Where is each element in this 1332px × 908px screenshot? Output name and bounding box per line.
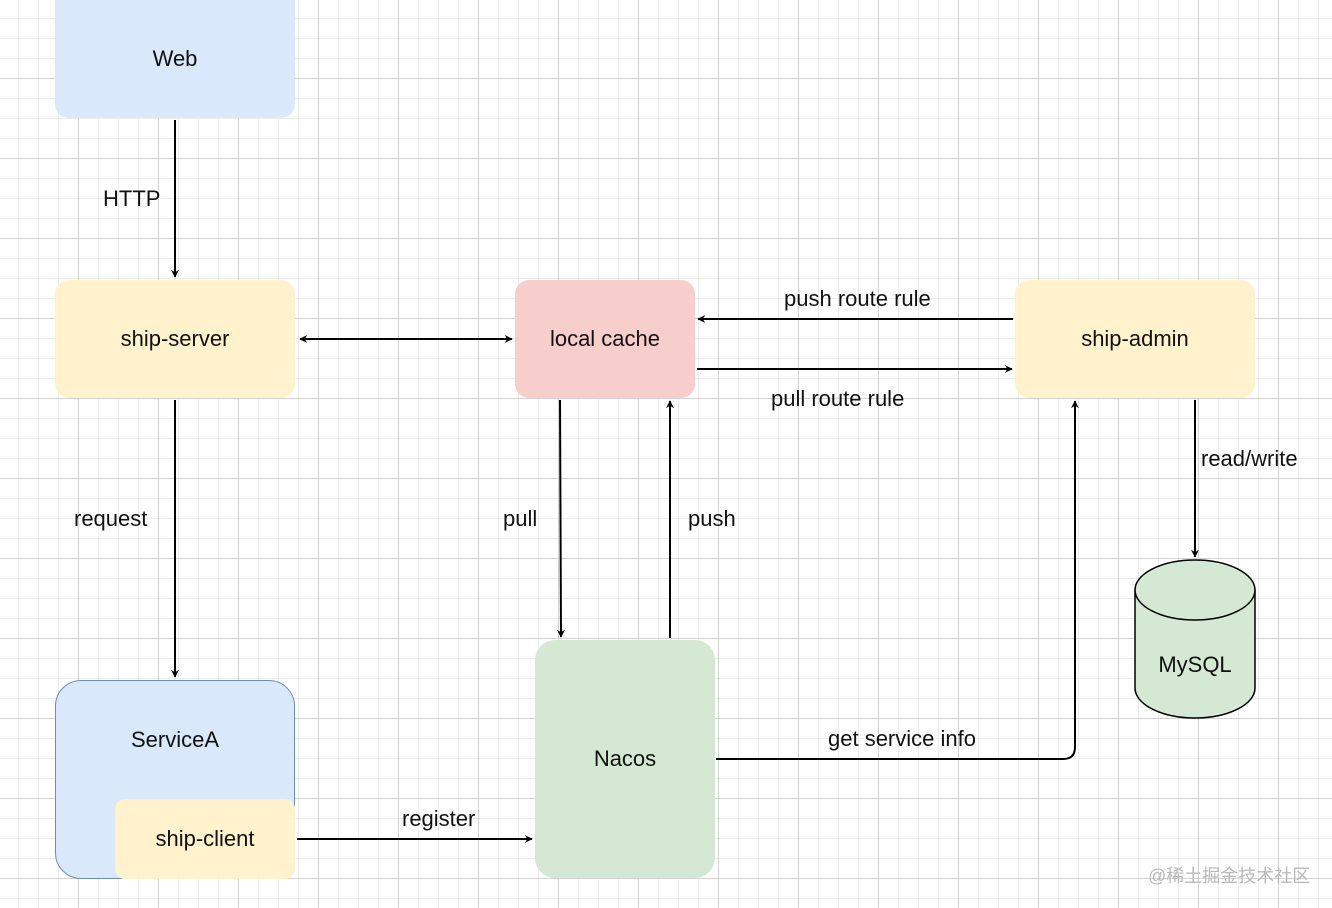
local-cache-label: local cache xyxy=(549,326,661,351)
register-label: register xyxy=(402,806,476,831)
nacos-node: Nacos xyxy=(535,640,715,878)
pull-label: pull xyxy=(503,506,538,531)
ship-client-label: ship-client xyxy=(155,826,255,851)
nacos-label: Nacos xyxy=(593,746,657,771)
pull-route-rule-label: pull route rule xyxy=(771,386,905,411)
local-cache-node: local cache xyxy=(515,280,695,398)
ship-server-label: ship-server xyxy=(120,326,230,351)
watermark: @稀土掘金技术社区 xyxy=(1148,866,1311,886)
request-label: request xyxy=(74,506,148,531)
edge-pull xyxy=(556,399,565,638)
web-node: Web xyxy=(55,0,295,118)
ship-admin-node: ship-admin xyxy=(1015,280,1255,398)
http-label: HTTP xyxy=(103,186,161,211)
ship-admin-label: ship-admin xyxy=(1081,326,1189,351)
read-write-label: read/write xyxy=(1201,446,1298,471)
push-route-rule-label: push route rule xyxy=(784,286,931,311)
mysql-label: MySQL xyxy=(1158,652,1232,677)
ship-server-node: ship-server xyxy=(55,280,295,398)
edge-get-service-info xyxy=(716,400,1079,760)
mysql-cylinder xyxy=(1134,559,1256,719)
web-label: Web xyxy=(152,46,198,71)
get-service-info-label: get service info xyxy=(828,726,976,751)
ship-client-node: ship-client xyxy=(115,799,295,879)
service-a-label: ServiceA xyxy=(130,727,220,752)
push-label: push xyxy=(688,506,736,531)
